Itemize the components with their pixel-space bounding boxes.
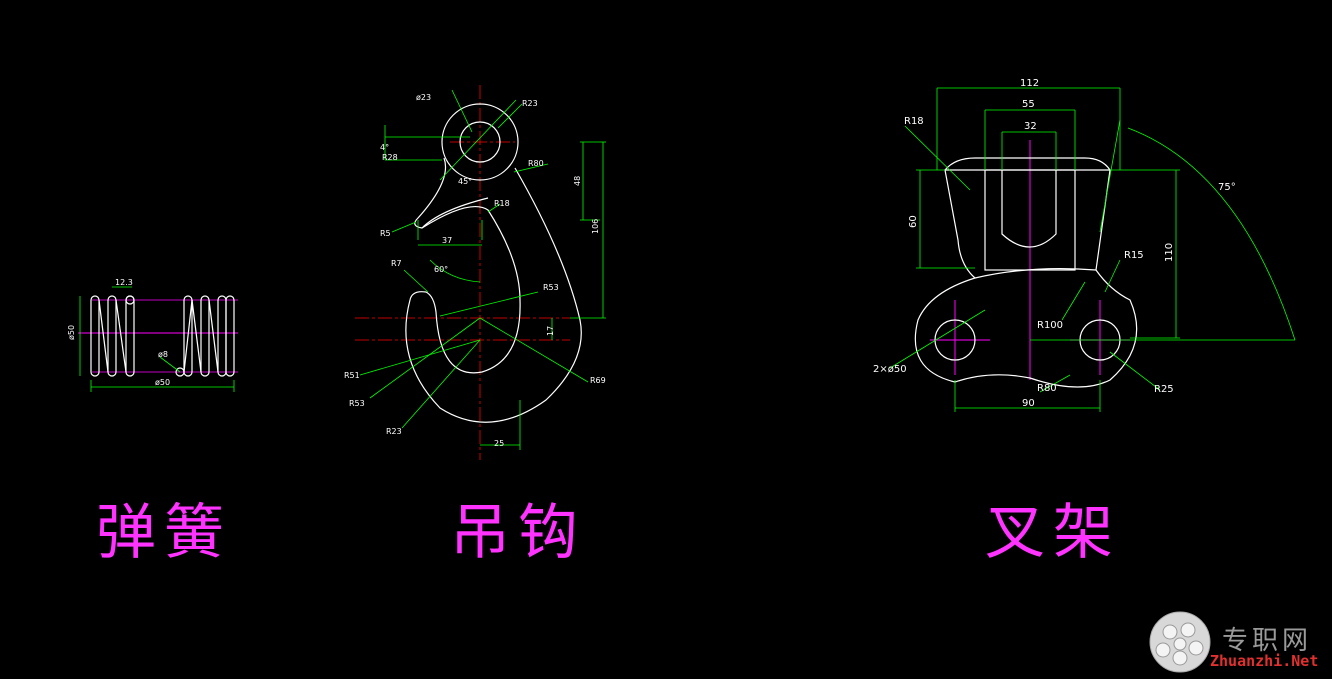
- hook-hole-dia-label: ø23: [416, 93, 431, 102]
- hook-r51-label: R51: [344, 371, 360, 380]
- hook-outline: [405, 103, 582, 423]
- hook-height-106-label: 106: [591, 219, 600, 234]
- fork-angle-75-label: 75°: [1218, 182, 1236, 193]
- fork-r80-label: R80: [1037, 383, 1057, 394]
- hook-centerlines: [355, 85, 570, 460]
- hook-r18-label: R18: [494, 199, 510, 208]
- globe-logo: [1149, 611, 1211, 673]
- spring-pitch-label: 12.3: [115, 278, 133, 287]
- fork-r100-label: R100: [1037, 320, 1063, 331]
- watermark-en: Zhuanzhi.Net: [1210, 652, 1319, 670]
- fork-width-90-label: 90: [1022, 398, 1035, 409]
- hook-dim-lines: [359, 89, 606, 450]
- spring-title: 弹簧: [96, 498, 232, 568]
- spring-outer-dia-label: ø50: [67, 325, 76, 340]
- hook-r53a-label: R53: [543, 283, 559, 292]
- spring-coils: [90, 295, 235, 377]
- fork-width-112-label: 112: [1020, 78, 1039, 89]
- fork-r15-label: R15: [1124, 250, 1144, 261]
- fork-centerlines: [930, 140, 1130, 380]
- fork-height-60-label: 60: [908, 215, 919, 228]
- fork-holes-label: 2×ø50: [873, 364, 907, 375]
- fork-width-55-label: 55: [1022, 99, 1035, 110]
- hook-drawing: ø23 R23 R28 R80 45° 48 106 R18 R5 37 R7 …: [344, 85, 606, 460]
- fork-height-110-label: 110: [1164, 243, 1175, 262]
- hook-height-17-label: 17: [546, 326, 555, 336]
- fork-outline: [914, 157, 1138, 388]
- spring-wire-dia-label: ø8: [158, 350, 168, 359]
- hook-r5-label: R5: [380, 229, 391, 238]
- fork-r25-label: R25: [1154, 384, 1174, 395]
- hook-height-48-label: 48: [573, 176, 582, 186]
- hook-tilt-label: 4°: [380, 143, 389, 152]
- hook-angle-60-label: 60°: [434, 265, 448, 274]
- hook-right-radius-label: R80: [528, 159, 544, 168]
- hook-top-radius-label: R23: [522, 99, 538, 108]
- hook-angle-45-label: 45°: [458, 177, 472, 186]
- hook-width-25-label: 25: [494, 439, 504, 448]
- watermark-cn: 专职网: [1222, 626, 1313, 656]
- hook-r53b-label: R53: [349, 399, 365, 408]
- hook-r23-label: R23: [386, 427, 402, 436]
- hook-left-radius-label: R28: [382, 153, 398, 162]
- hook-r7-label: R7: [391, 259, 402, 268]
- hook-title: 吊钩: [450, 498, 586, 568]
- fork-r18-label: R18: [904, 116, 924, 127]
- hook-width-37-label: 37: [442, 236, 452, 245]
- hook-r69-label: R69: [590, 376, 606, 385]
- fork-dim-lines: [889, 87, 1296, 412]
- spring-length-label: ø50: [155, 378, 170, 387]
- fork-width-32-label: 32: [1024, 121, 1037, 132]
- fork-frame-drawing: 112 55 32 R18 75° 60 110 R15 R100 2×ø50 …: [873, 78, 1296, 412]
- spring-dim-lines: [79, 286, 235, 392]
- spring-drawing: 12.3 ø8 ø50 ø50: [67, 278, 238, 392]
- fork-frame-title: 叉架: [985, 498, 1121, 568]
